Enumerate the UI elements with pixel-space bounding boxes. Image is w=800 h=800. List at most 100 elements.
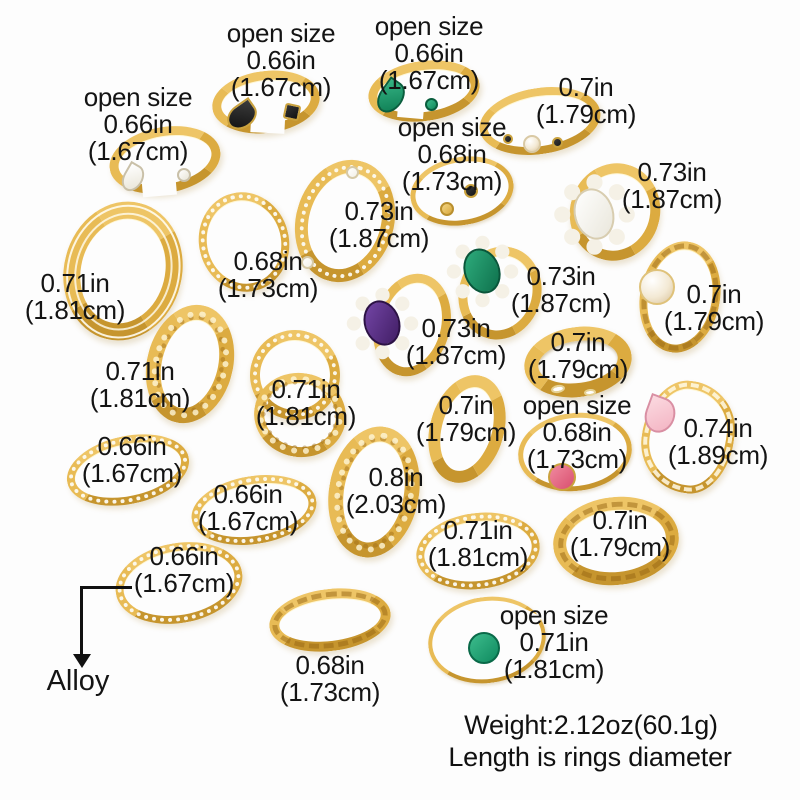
size-label-line: (1.81cm) — [427, 542, 529, 572]
size-label-line: open size — [397, 112, 507, 142]
size-label-line: (1.89cm) — [667, 440, 769, 470]
size-label-line: 0.71in — [519, 627, 589, 657]
size-label-line: (1.67cm) — [378, 65, 480, 95]
size-label-line: 0.7in — [558, 72, 614, 102]
size-label-line: (1.81cm) — [89, 383, 191, 413]
size-label-line: 0.68in — [542, 417, 612, 447]
size-label-line: 0.73in — [344, 196, 414, 226]
size-label-line: 0.66in — [103, 109, 173, 139]
size-label-line: (1.81cm) — [24, 295, 126, 325]
size-label-line: (1.67cm) — [197, 506, 299, 536]
size-label-line: 0.66in — [246, 45, 316, 75]
alloy-arrow-horizontal-line — [80, 586, 132, 589]
size-label-line: 0.71in — [443, 515, 513, 545]
size-label-ring-halo-purple-flower: 0.73in(1.87cm) — [406, 315, 506, 369]
size-label-line: (1.79cm) — [535, 99, 637, 129]
size-label-line: 0.74in — [683, 413, 753, 443]
size-label-line: 0.71in — [40, 268, 110, 298]
size-label-line: 0.68in — [417, 139, 487, 169]
size-label-line: open size — [499, 600, 609, 630]
size-label-line: 0.7in — [550, 327, 606, 357]
ring-pearl-band-round-gem — [551, 136, 563, 148]
ring-open-pink-solitaire-round-gem — [548, 463, 576, 491]
size-label-line: (1.67cm) — [133, 568, 235, 598]
ring-pearl-twist-pearl-gem — [639, 269, 675, 305]
ring-pearl-band-pearl-gem — [523, 135, 541, 153]
weight-text: Weight:2.12oz(60.1g) — [464, 710, 718, 740]
size-label-line: (1.73cm) — [217, 273, 319, 303]
ring-open-wire-black-round-gem — [440, 202, 454, 216]
size-label-line: 0.7in — [686, 279, 742, 309]
size-label-line: 0.66in — [97, 431, 167, 461]
size-label-ring-thin-beaded: 0.71in(1.81cm) — [428, 517, 528, 571]
alloy-label: Alloy — [46, 665, 110, 697]
size-label-ring-pearl-twist: 0.7in(1.79cm) — [664, 281, 764, 335]
size-label-line: (1.73cm) — [401, 166, 503, 196]
size-label-line: 0.68in — [233, 246, 303, 276]
size-label-line: open size — [83, 82, 193, 112]
ring-open-white-teardrop-round-gem — [177, 168, 191, 182]
size-label-line: (1.67cm) — [87, 136, 189, 166]
size-label-line: 0.8in — [368, 462, 424, 492]
size-label-line: open size — [522, 390, 632, 420]
size-label-ring-pearl-band: 0.7in(1.79cm) — [536, 74, 636, 128]
size-label-ring-rope: 0.68in(1.73cm) — [280, 652, 380, 706]
size-label-line: (1.79cm) — [569, 532, 671, 562]
size-label-line: 0.66in — [149, 541, 219, 571]
size-label-line: 0.66in — [394, 38, 464, 68]
size-label-line: (2.03cm) — [345, 489, 447, 519]
size-label-ring-chain-left: 0.71in(1.81cm) — [90, 358, 190, 412]
size-label-line: open size — [226, 18, 336, 48]
size-label-line: (1.79cm) — [415, 417, 517, 447]
size-label-ring-eternity-middle: 0.66in(1.67cm) — [198, 481, 298, 535]
alloy-arrow-head — [73, 654, 91, 668]
size-label-line: 0.66in — [213, 479, 283, 509]
ring-beaded-multiband-round-gem — [345, 165, 359, 179]
size-label-ring-zigzag-pink: 0.74in(1.89cm) — [668, 415, 768, 469]
size-label-line: (1.87cm) — [328, 223, 430, 253]
size-label-ring-tiara: 0.68in(1.73cm) — [218, 248, 318, 302]
size-label-line: (1.81cm) — [503, 654, 605, 684]
ring-open-green-solitaire-round-gem — [468, 632, 500, 664]
size-label-ring-wide-cutout-band: 0.7in(1.79cm) — [528, 329, 628, 383]
size-label-line: 0.73in — [526, 261, 596, 291]
size-label-line: 0.73in — [421, 313, 491, 343]
size-label-line: 0.7in — [438, 390, 494, 420]
size-label-ring-interlocked-beaded: 0.71in(1.81cm) — [256, 376, 356, 430]
size-label-line: 0.71in — [271, 374, 341, 404]
size-label-ring-beaded-multiband: 0.73in(1.87cm) — [329, 198, 429, 252]
size-label-ring-stacked-multiband: 0.71in(1.81cm) — [25, 270, 125, 324]
ring-pearl-band-round-gem — [503, 134, 513, 144]
ring-open-wire-black-round-gem — [464, 184, 478, 198]
size-label-ring-eternity-top: 0.66in(1.67cm) — [82, 433, 182, 487]
size-label-line: (1.87cm) — [621, 184, 723, 214]
size-label-ring-halo-white-flower: 0.73in(1.87cm) — [622, 159, 722, 213]
size-label-line: 0.73in — [637, 157, 707, 187]
size-label-ring-plain-band: 0.7in(1.79cm) — [416, 392, 516, 446]
ring-rope-band — [265, 581, 395, 659]
size-label-line: open size — [374, 11, 484, 41]
size-label-ring-eternity-bottom: 0.66in(1.67cm) — [134, 543, 234, 597]
size-label-line: (1.67cm) — [81, 458, 183, 488]
diameter-note-text: Length is rings diameter — [448, 742, 732, 772]
size-label-line: 0.71in — [105, 356, 175, 386]
size-label-line: (1.81cm) — [255, 401, 357, 431]
size-label-ring-twist-croissant: 0.7in(1.79cm) — [570, 507, 670, 561]
size-label-line: 0.68in — [295, 650, 365, 680]
size-label-line: (1.79cm) — [663, 306, 765, 336]
size-label-line: (1.87cm) — [510, 288, 612, 318]
size-label-ring-halo-green-flower: 0.73in(1.87cm) — [511, 263, 611, 317]
ring-open-black-teardrop-square-gem — [282, 102, 302, 122]
size-label-line: (1.79cm) — [527, 354, 629, 384]
size-label-line: 0.7in — [592, 505, 648, 535]
ring-open-green-teardrop-round-gem — [424, 97, 438, 111]
size-label-line: (1.73cm) — [279, 677, 381, 707]
size-label-line: (1.73cm) — [526, 444, 628, 474]
ring-open-white-teardrop-opening — [141, 170, 177, 198]
